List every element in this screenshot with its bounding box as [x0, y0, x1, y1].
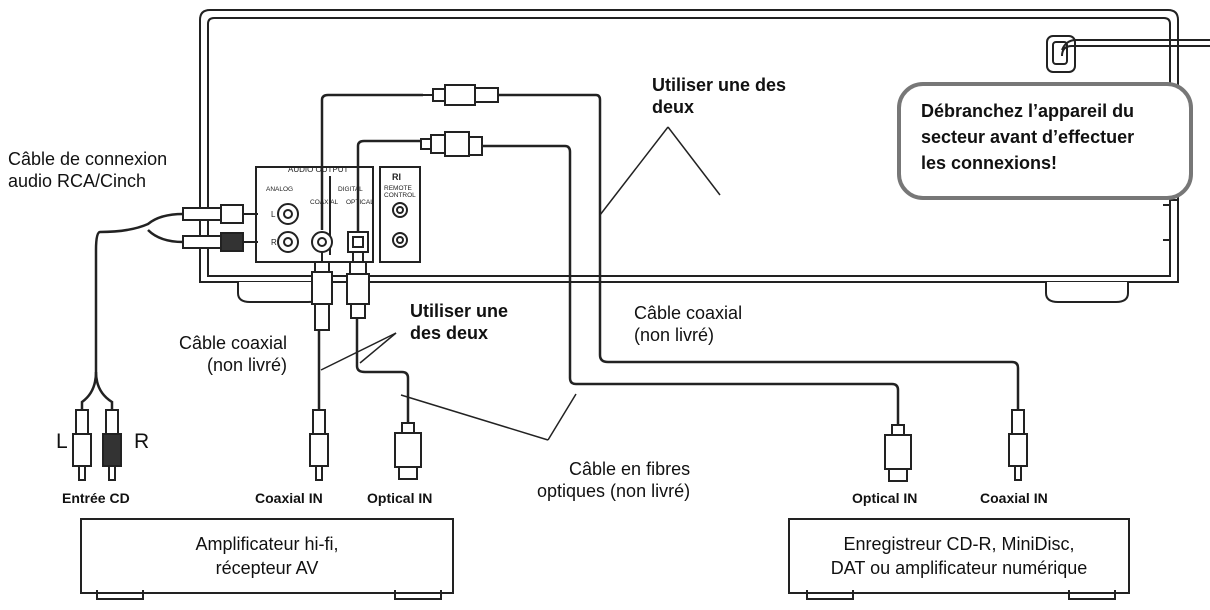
warning-line-2: secteur avant d’effectuer	[921, 127, 1135, 147]
optical-plug-upper	[420, 131, 483, 157]
cd-player-body	[199, 9, 1179, 303]
analog-jack-l	[277, 203, 299, 225]
warning-line-1: Débranchez l’appareil du	[921, 101, 1135, 121]
jack-l-label: L	[271, 210, 276, 219]
optical-label: OPTICAL	[346, 199, 374, 206]
optical-in-left-label: Optical IN	[367, 490, 433, 506]
optical-plug-amp	[394, 422, 422, 480]
use-one-mid-line-1: Utiliser une	[410, 301, 509, 321]
audio-output-panel	[255, 166, 421, 263]
coax-plug-panel	[311, 252, 333, 331]
rca-cable-label-line-1: Câble de connexion	[8, 149, 168, 169]
foot-right	[1045, 282, 1129, 303]
recorder-foot-left	[806, 590, 854, 600]
coax-plug-recorder	[1008, 409, 1028, 481]
power-cord	[1046, 35, 1210, 73]
amplifier-box: Amplificateur hi-fi, récepteur AV	[80, 518, 454, 594]
coax-cable-label-left: Câble coaxial (non livré)	[172, 332, 287, 376]
rca-plug-r	[102, 409, 122, 481]
fiber-line-1: Câble en fibres	[569, 459, 691, 479]
plugs	[72, 84, 1028, 482]
coax-plug-upper	[423, 84, 499, 106]
rca-cable-label: Câble de connexion audio RCA/Cinch	[8, 148, 167, 192]
coaxial-label: COAXIAL	[310, 199, 339, 206]
analog-jack-r	[277, 231, 299, 253]
cables	[80, 93, 1020, 425]
recorder-foot-right	[1068, 590, 1116, 600]
coax-right-line-2: (non livré)	[634, 325, 715, 345]
ri-label: RI	[392, 172, 401, 182]
amplifier-line-2: récepteur AV	[215, 558, 319, 578]
remote-jack-2	[392, 232, 408, 248]
coaxial-jack	[311, 231, 333, 253]
recorder-box: Enregistreur CD-R, MiniDisc, DAT ou ampl…	[788, 518, 1130, 594]
fiber-cable-label: Câble en fibres optiques (non livré)	[537, 458, 690, 502]
use-one-label-mid: Utiliser une des deux	[410, 300, 508, 344]
remote-label-2: CONTROL	[384, 192, 416, 199]
optical-upper-cable	[356, 139, 421, 232]
optical-lower-cable	[355, 318, 410, 423]
leader-lines	[320, 126, 721, 441]
optical-plug-panel	[346, 251, 370, 319]
coax-plug-amp	[309, 409, 329, 481]
rca-plug-r-panel	[182, 232, 258, 252]
recorder-line-2: DAT ou amplificateur numérique	[830, 558, 1088, 578]
optical-jack	[347, 231, 369, 253]
optical-in-right-label: Optical IN	[852, 490, 918, 506]
warning-line-3: les connexions!	[921, 153, 1058, 173]
entree-cd-label: Entrée CD	[62, 490, 130, 506]
jack-r-label: R	[271, 238, 277, 247]
amplifier-text: Amplificateur hi-fi, récepteur AV	[82, 532, 452, 580]
foot-left	[237, 282, 321, 303]
coax-left-line-1: Câble coaxial	[178, 333, 288, 353]
rca-cable-label-line-2: audio RCA/Cinch	[8, 171, 147, 191]
use-one-label-top: Utiliser une des deux	[652, 74, 786, 118]
coax-in-left-label: Coaxial IN	[255, 490, 323, 506]
rca-plug-l-panel	[182, 204, 258, 224]
coax-upper-cable	[320, 93, 423, 230]
amplifier-foot-right	[394, 590, 442, 600]
use-one-mid-line-2: des deux	[410, 323, 489, 343]
use-one-top-line-1: Utiliser une des	[652, 75, 787, 95]
audio-output-label: AUDIO OUTPUT	[288, 165, 349, 174]
recorder-text: Enregistreur CD-R, MiniDisc, DAT ou ampl…	[790, 532, 1128, 580]
plug-l-label: L	[56, 430, 68, 453]
remote-jack-1	[392, 202, 408, 218]
coax-cable-label-right: Câble coaxial (non livré)	[634, 302, 742, 346]
optical-plug-recorder	[884, 424, 912, 482]
rca-plug-l	[72, 409, 92, 481]
coax-right-line-1: Câble coaxial	[634, 303, 743, 323]
coax-left-line-2: (non livré)	[207, 355, 288, 375]
recorder-line-1: Enregistreur CD-R, MiniDisc,	[843, 534, 1075, 554]
rca-cable	[80, 212, 184, 424]
use-one-top-line-2: deux	[652, 97, 695, 117]
warning-callout: Débranchez l’appareil du secteur avant d…	[897, 82, 1193, 200]
fiber-line-2: optiques (non livré)	[537, 481, 691, 501]
coax-in-right-label: Coaxial IN	[980, 490, 1048, 506]
digital-label: DIGITAL	[338, 186, 363, 193]
amplifier-line-1: Amplificateur hi-fi,	[195, 534, 339, 554]
analog-label: ANALOG	[266, 186, 293, 193]
remote-label-1: REMOTE	[384, 185, 412, 192]
plug-r-label: R	[134, 430, 150, 453]
amplifier-foot-left	[96, 590, 144, 600]
